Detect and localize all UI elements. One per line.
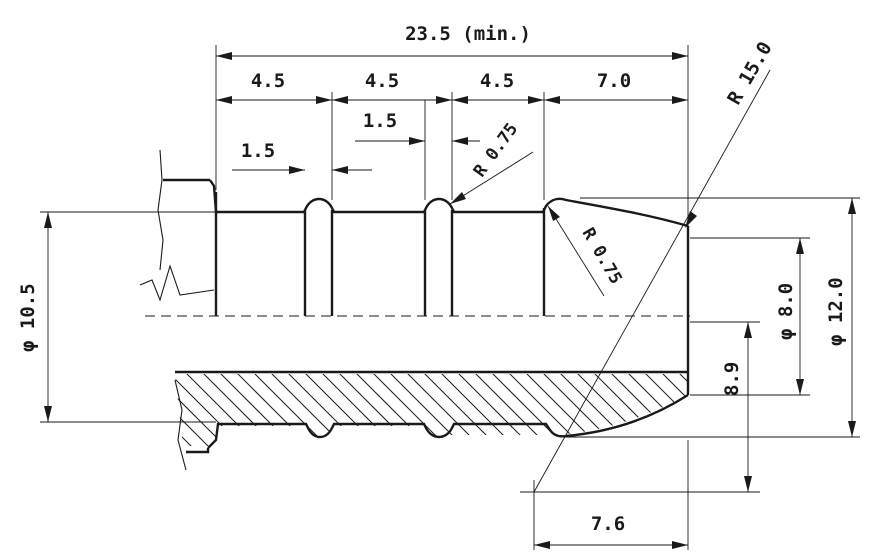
break-line-top bbox=[157, 149, 164, 271]
hatch-line bbox=[677, 374, 688, 446]
hatch-line bbox=[422, 374, 504, 446]
tip-radius-label: R 0.75 bbox=[578, 225, 626, 288]
hatch-line bbox=[201, 374, 283, 446]
half-height-label: 8.9 bbox=[721, 362, 743, 396]
outer-profile-bottom bbox=[207, 393, 689, 449]
hatch-line bbox=[575, 374, 657, 446]
hatch-line bbox=[524, 374, 606, 446]
pitch-3-label: 4.5 bbox=[480, 70, 514, 92]
section-hatching bbox=[175, 372, 826, 452]
hatch-line bbox=[337, 374, 419, 446]
groove-radius-label: R 0.75 bbox=[470, 119, 522, 180]
hatch-line bbox=[558, 374, 640, 446]
hatch-line bbox=[405, 374, 487, 446]
hatch-line bbox=[541, 374, 623, 446]
hatch-line bbox=[371, 374, 453, 446]
groove-width-1-label: 1.5 bbox=[241, 140, 275, 162]
bottom-length-label: 7.6 bbox=[591, 513, 625, 535]
break-zigzag bbox=[139, 264, 215, 302]
hatch-line bbox=[626, 374, 688, 446]
dimension-lines bbox=[44, 52, 856, 549]
hatch-line bbox=[456, 374, 538, 446]
hatch-line bbox=[303, 374, 385, 446]
hatch-line bbox=[439, 374, 521, 446]
bore-diameter-label: φ 8.0 bbox=[775, 283, 797, 340]
pitch-1-label: 4.5 bbox=[251, 70, 285, 92]
part-outline bbox=[139, 149, 690, 471]
outer-diameter-label: φ 12.0 bbox=[825, 277, 847, 346]
hatch-line bbox=[218, 374, 300, 446]
hatch-line bbox=[746, 372, 826, 452]
hatch-line bbox=[175, 374, 181, 446]
hatch-line bbox=[175, 374, 232, 446]
hatch-line bbox=[252, 374, 334, 446]
hatch-line bbox=[354, 374, 436, 446]
shoulder-bottom bbox=[186, 448, 210, 454]
hatch-line bbox=[592, 374, 674, 446]
hatch-line bbox=[490, 374, 572, 446]
inner-diameter-label: φ 10.5 bbox=[17, 283, 39, 352]
hatch-line bbox=[175, 374, 215, 446]
hatch-line bbox=[507, 374, 589, 446]
hatch-line bbox=[184, 374, 266, 446]
pitch-2-label: 4.5 bbox=[365, 70, 399, 92]
overall-length-label: 23.5 (min.) bbox=[405, 23, 531, 45]
outer-profile-top bbox=[209, 179, 689, 228]
hatch-line bbox=[269, 374, 351, 446]
hatch-line bbox=[235, 374, 317, 446]
hatch-line bbox=[609, 374, 688, 446]
hatch-line bbox=[286, 374, 368, 446]
hatch-line bbox=[473, 374, 555, 446]
hatch-line bbox=[320, 374, 402, 446]
hatch-line bbox=[388, 374, 470, 446]
hatch-line bbox=[175, 374, 198, 446]
groove-width-2-label: 1.5 bbox=[363, 110, 397, 132]
break-line-bottom bbox=[174, 379, 187, 471]
tip-length-label: 7.0 bbox=[597, 70, 631, 92]
hatch-line bbox=[175, 374, 249, 446]
extension-lines bbox=[40, 45, 860, 550]
hatch-line bbox=[660, 374, 688, 446]
